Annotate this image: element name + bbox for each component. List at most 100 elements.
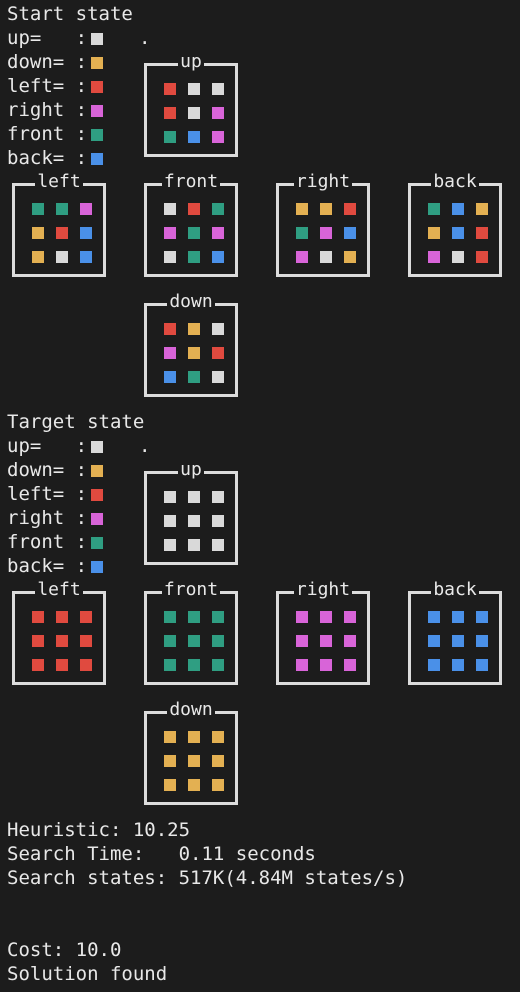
- sticker: [56, 227, 68, 239]
- legend-color-swatch: [91, 57, 103, 69]
- sticker: [428, 203, 440, 215]
- face-label: front: [147, 171, 235, 194]
- face-up: up: [144, 51, 238, 157]
- face-label: up: [147, 459, 235, 482]
- legend-label: down= :: [7, 51, 88, 73]
- sticker: [344, 611, 356, 623]
- sticker: [212, 491, 224, 503]
- sticker: [320, 659, 332, 671]
- sticker: [80, 251, 92, 263]
- sticker: [344, 227, 356, 239]
- sticker: [80, 611, 92, 623]
- sticker: [80, 203, 92, 215]
- sticker: [296, 659, 308, 671]
- sticker: [188, 611, 200, 623]
- sticker: [212, 107, 224, 119]
- sticker: [188, 731, 200, 743]
- sticker: [32, 251, 44, 263]
- sticker: [476, 659, 488, 671]
- sticker: [452, 659, 464, 671]
- sticker: [32, 635, 44, 647]
- target-state-title: Target state: [7, 411, 145, 433]
- sticker: [428, 227, 440, 239]
- sticker: [476, 251, 488, 263]
- sticker: [188, 203, 200, 215]
- face-label: down: [147, 699, 235, 722]
- legend-color-swatch: [91, 513, 103, 525]
- legend-label: down= :: [7, 459, 88, 481]
- sticker: [80, 227, 92, 239]
- legend-label: front :: [7, 123, 88, 145]
- sticker: [344, 659, 356, 671]
- sticker: [80, 659, 92, 671]
- sticker: [164, 515, 176, 527]
- sticker: [296, 611, 308, 623]
- sticker: [56, 251, 68, 263]
- sticker: [212, 635, 224, 647]
- face-label: back: [411, 171, 499, 194]
- legend-dot: .: [139, 435, 151, 457]
- start-state-title: Start state: [7, 3, 133, 25]
- sticker: [164, 611, 176, 623]
- face-label-text: front: [161, 171, 221, 192]
- sticker: [296, 203, 308, 215]
- face-label-text: right: [293, 171, 353, 192]
- sticker: [452, 611, 464, 623]
- legend-label: back= :: [7, 555, 88, 577]
- face-right: right: [276, 171, 370, 277]
- face-front: front: [144, 171, 238, 277]
- sticker: [428, 611, 440, 623]
- sticker: [212, 131, 224, 143]
- sticker: [164, 107, 176, 119]
- sticker: [164, 203, 176, 215]
- sticker: [296, 635, 308, 647]
- legend-label: up= :: [7, 27, 88, 49]
- sticker: [188, 659, 200, 671]
- sticker: [56, 659, 68, 671]
- sticker: [212, 323, 224, 335]
- face-down: down: [144, 291, 238, 397]
- face-label: front: [147, 579, 235, 602]
- face-label-text: back: [431, 579, 479, 600]
- legend-label: up= :: [7, 435, 88, 457]
- face-label-text: front: [161, 579, 221, 600]
- face-label-text: down: [167, 291, 215, 312]
- face-label-text: down: [167, 699, 215, 720]
- sticker: [56, 611, 68, 623]
- sticker: [296, 251, 308, 263]
- sticker: [164, 227, 176, 239]
- face-label-text: left: [35, 171, 83, 192]
- face-label-text: up: [178, 51, 204, 72]
- sticker: [452, 635, 464, 647]
- sticker: [188, 371, 200, 383]
- sticker: [476, 611, 488, 623]
- legend-dot: .: [139, 27, 151, 49]
- face-back: back: [408, 171, 502, 277]
- sticker: [212, 251, 224, 263]
- sticker: [164, 731, 176, 743]
- sticker: [188, 635, 200, 647]
- cost-text: Cost: 10.0: [7, 939, 122, 961]
- sticker: [320, 203, 332, 215]
- legend-label: left= :: [7, 483, 88, 505]
- sticker: [212, 227, 224, 239]
- face-back: back: [408, 579, 502, 685]
- sticker: [452, 227, 464, 239]
- sticker: [320, 227, 332, 239]
- sticker: [80, 635, 92, 647]
- sticker: [188, 107, 200, 119]
- face-label-text: up: [178, 459, 204, 480]
- sticker: [320, 635, 332, 647]
- sticker: [32, 227, 44, 239]
- sticker: [188, 131, 200, 143]
- sticker: [476, 203, 488, 215]
- sticker: [164, 491, 176, 503]
- face-label-text: left: [35, 579, 83, 600]
- sticker: [164, 659, 176, 671]
- sticker: [212, 755, 224, 767]
- sticker: [212, 515, 224, 527]
- sticker: [164, 371, 176, 383]
- search-states-text: Search states: 517K(4.84M states/s): [7, 867, 408, 889]
- sticker: [164, 83, 176, 95]
- sticker: [164, 635, 176, 647]
